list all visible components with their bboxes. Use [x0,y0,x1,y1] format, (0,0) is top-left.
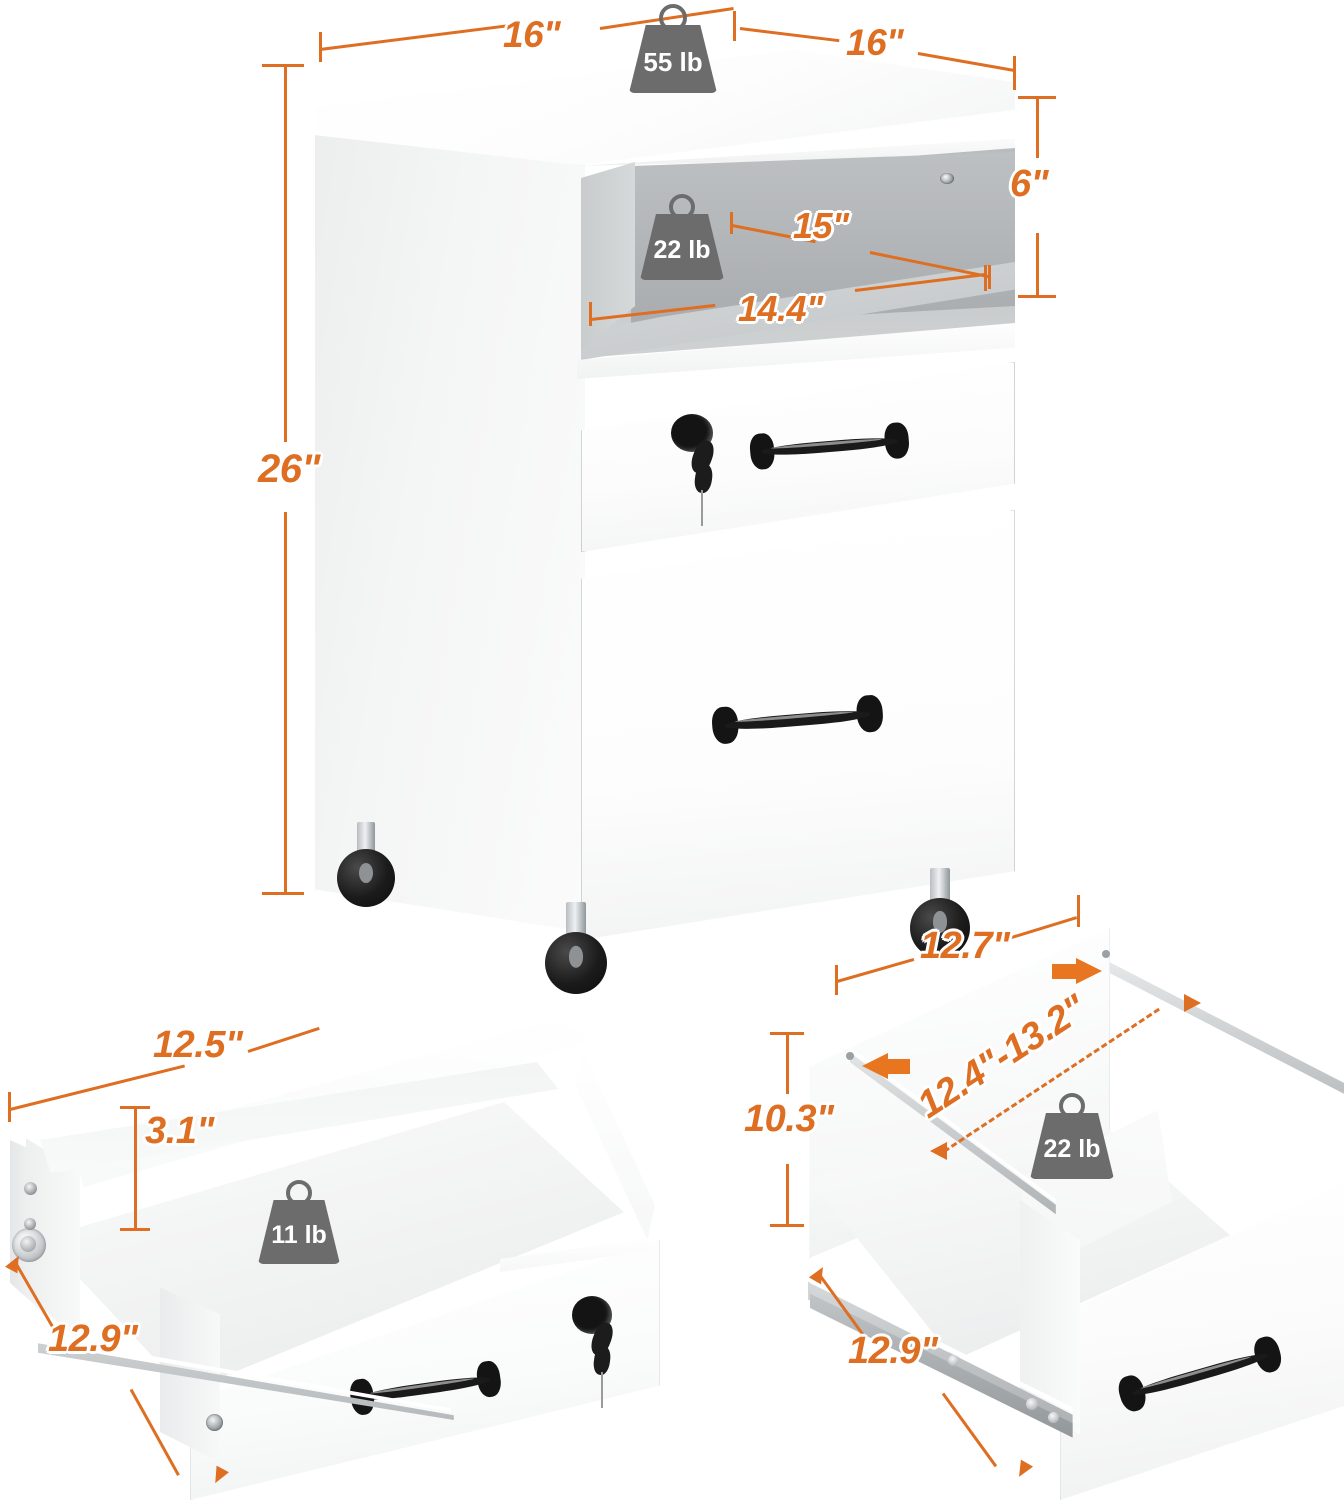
label-129-right: 12.9" [848,1330,938,1372]
tick-15-start [730,212,733,234]
cabinet-assembled [315,40,1015,994]
label-16-right: 16" [846,22,904,63]
tick-26-bottom [262,892,304,895]
weight-badge-shape: 55 lb [629,25,717,93]
label-127: 12.7" [920,925,1010,967]
tick-26-top [262,64,304,67]
weight-badge-shelf-body: 22 lb [640,214,724,280]
cabinet-shelf-screw [940,173,954,184]
weight-label-22lb-shelf: 22 lb [653,235,711,264]
drawer-file-assembly [790,900,1344,1500]
cabinet-left-side-panel [315,82,585,932]
weight-label-55lb: 55 lb [643,46,703,77]
key-blade-icon [600,1371,603,1408]
dimline-26-upper [284,64,287,442]
key-blade-icon [701,489,704,526]
dimline-103-upper [786,1032,789,1094]
weight-badge-shape: 22 lb [1030,1113,1114,1179]
weight-badge-file-drawer-body: 22 lb [1030,1113,1114,1179]
file-drawer-slide-screw-a [948,1355,959,1366]
file-drawer-rail-right-highlight [1110,956,1344,1083]
caster-front-right [910,868,970,958]
label-144: 14.4" [738,288,823,329]
arrow-slide-left-indicator [862,1053,888,1079]
tick-127-left [835,965,838,995]
tick-6-bottom [1018,295,1056,298]
label-103: 10.3" [744,1098,834,1140]
tick-127-right [1077,895,1080,927]
tick-31-bottom [120,1228,150,1231]
dimline-31 [134,1106,137,1230]
tick-16-left-inner [733,11,736,41]
arrow-slide-left-shaft [884,1059,910,1074]
caster-stem [930,868,950,906]
small-drawer-screw-front [206,1414,223,1431]
caster-hub [359,862,373,883]
label-6: 6" [1010,163,1049,205]
cabinet-upper-drawer-lock[interactable] [671,414,718,526]
file-drawer-pin-hole-left [846,1052,854,1060]
tick-103-bottom [770,1224,804,1227]
file-drawer-slide-screw-c [1048,1412,1059,1423]
tick-15-end [988,265,991,289]
label-16-left: 16" [503,14,561,55]
weight-label-22lb-drawer: 22 lb [1043,1134,1101,1163]
dimline-6-upper [1036,96,1039,158]
small-drawer-screw-upper [24,1182,37,1195]
caster-front-left [545,902,607,994]
tick-144-right [984,265,987,291]
file-drawer-slide-screw-b [1026,1398,1038,1410]
dimline-6-lower [1036,233,1039,298]
small-drawer-screw-lower [24,1218,36,1230]
arrow-bar-range-left [930,1142,947,1160]
dimline-26-lower [284,512,287,894]
caster-hub [932,910,948,933]
caster-hub [568,945,584,968]
dimline-103-lower [786,1164,789,1226]
small-drawer-roller-hub [20,1236,36,1252]
tick-125-left [8,1092,11,1122]
weight-badge-shape: 22 lb [640,214,724,280]
small-drawer-lock[interactable] [572,1296,617,1408]
drawer-small-assembly [10,1010,660,1500]
weight-badge-shape: 11 lb [258,1200,340,1264]
label-15: 15" [793,205,849,246]
weight-badge-small-drawer-body: 11 lb [258,1200,340,1264]
caster-stem [356,822,376,858]
arrow-bar-range-right [1184,994,1201,1012]
weight-label-11lb: 11 lb [271,1220,327,1249]
label-31: 3.1" [145,1110,214,1152]
weight-badge-top-body: 55 lb [629,25,717,93]
caster-rear-left [337,822,395,907]
tick-16-right-outer [1013,56,1016,90]
caster-stem [566,902,586,941]
arrow-slide-right-indicator [1076,958,1102,984]
label-129-left: 12.9" [48,1318,138,1360]
file-drawer-pin-hole-right [1102,950,1110,958]
tick-144-left [589,302,592,326]
label-26: 26" [258,447,320,491]
label-125: 12.5" [153,1024,243,1066]
arrow-slide-right-shaft [1052,964,1078,979]
